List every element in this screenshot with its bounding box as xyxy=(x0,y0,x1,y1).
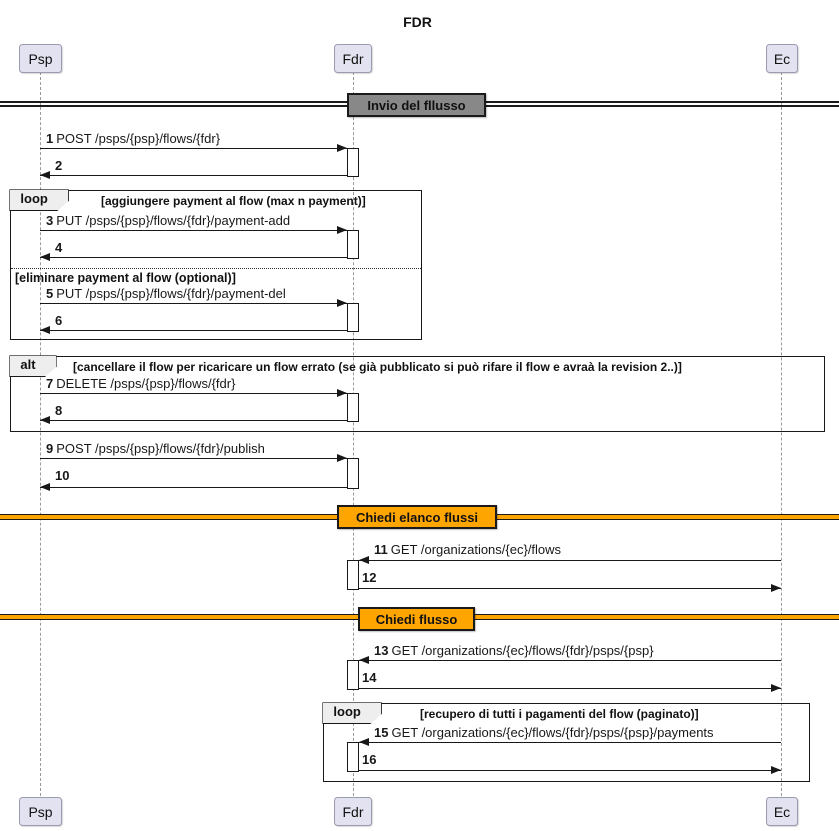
activation-fdr-2 xyxy=(347,230,359,259)
message-5-arrowhead xyxy=(337,299,347,307)
message-7-arrowhead xyxy=(337,389,347,397)
activation-fdr-8 xyxy=(347,742,359,772)
divider-label-invio: Invio del fllusso xyxy=(347,93,486,117)
loop-inner-divider-label: [eliminare payment al flow (optional)] xyxy=(15,271,236,285)
message-5-arrow xyxy=(40,303,347,304)
divider-label-elenco: Chiedi elanco flussi xyxy=(337,505,497,529)
diagram-title: FDR xyxy=(403,14,432,30)
loop-frame-add-payment: loop [aggiungere payment al flow (max n … xyxy=(10,190,422,340)
participant-psp-top: Psp xyxy=(19,44,62,73)
message-16-arrowhead xyxy=(771,766,781,774)
alt-condition: [cancellare il flow per ricaricare un fl… xyxy=(73,360,682,374)
message-13-arrowhead xyxy=(359,656,369,664)
participant-ec-bottom: Ec xyxy=(766,797,798,826)
message-10-arrowhead xyxy=(40,483,50,491)
alt-frame-delete-flow: alt [cancellare il flow per ricaricare u… xyxy=(10,356,825,432)
message-6-arrowhead xyxy=(40,326,50,334)
lifeline-fdr xyxy=(353,72,354,796)
message-11-arrow xyxy=(359,560,781,561)
message-4-label: 4 xyxy=(55,240,63,255)
activation-fdr-1 xyxy=(347,148,359,177)
loop-payments-keyword: loop xyxy=(322,702,381,724)
message-3-arrowhead xyxy=(337,226,347,234)
activation-fdr-6 xyxy=(347,560,359,590)
message-7-arrow xyxy=(40,393,347,394)
alt-keyword: alt xyxy=(9,355,56,377)
message-12-arrow xyxy=(359,588,781,589)
activation-fdr-7 xyxy=(347,660,359,690)
participant-fdr-bottom: Fdr xyxy=(334,797,372,826)
loop-condition: [aggiungere payment al flow (max n payme… xyxy=(101,194,366,208)
activation-fdr-5 xyxy=(347,458,359,489)
message-3-arrow xyxy=(40,230,347,231)
message-4-arrowhead xyxy=(40,253,50,261)
divider-label-flusso: Chiedi flusso xyxy=(358,607,475,631)
message-15-arrow xyxy=(359,742,781,743)
message-13-arrow xyxy=(359,660,781,661)
message-14-arrow xyxy=(359,688,781,689)
message-14-arrowhead xyxy=(771,684,781,692)
lifeline-ec xyxy=(781,72,782,796)
message-16-arrow xyxy=(359,770,781,771)
message-9-arrowhead xyxy=(337,454,347,462)
message-10-label: 10 xyxy=(55,468,70,483)
message-8-label: 8 xyxy=(55,403,63,418)
participant-psp-bottom: Psp xyxy=(19,797,62,826)
message-11-arrowhead xyxy=(359,556,369,564)
participant-fdr-top: Fdr xyxy=(334,44,372,73)
message-1-arrow xyxy=(40,148,347,149)
activation-fdr-4 xyxy=(347,393,359,422)
message-2-arrow xyxy=(40,175,347,176)
message-8-arrowhead xyxy=(40,416,50,424)
message-1-arrowhead xyxy=(337,144,347,152)
message-2-label: 2 xyxy=(55,158,63,173)
message-10-arrow xyxy=(40,487,347,488)
loop-payments-condition: [recupero di tutti i pagamenti del flow … xyxy=(420,707,699,721)
message-15-arrowhead xyxy=(359,738,369,746)
message-4-arrow xyxy=(40,257,347,258)
message-2-arrowhead xyxy=(40,171,50,179)
loop-frame-payments: loop [recupero di tutti i pagamenti del … xyxy=(323,703,810,782)
message-16-label: 16 xyxy=(362,752,377,767)
lifeline-psp xyxy=(40,72,41,796)
activation-fdr-3 xyxy=(347,303,359,332)
message-8-arrow xyxy=(40,420,347,421)
message-12-label: 12 xyxy=(362,570,377,585)
message-12-arrowhead xyxy=(771,584,781,592)
message-6-label: 6 xyxy=(55,313,63,328)
participant-ec-top: Ec xyxy=(766,44,798,73)
message-9-arrow xyxy=(40,458,347,459)
message-6-arrow xyxy=(40,330,347,331)
loop-inner-divider-line xyxy=(11,268,421,269)
message-14-label: 14 xyxy=(362,670,377,685)
loop-keyword: loop xyxy=(9,189,68,211)
